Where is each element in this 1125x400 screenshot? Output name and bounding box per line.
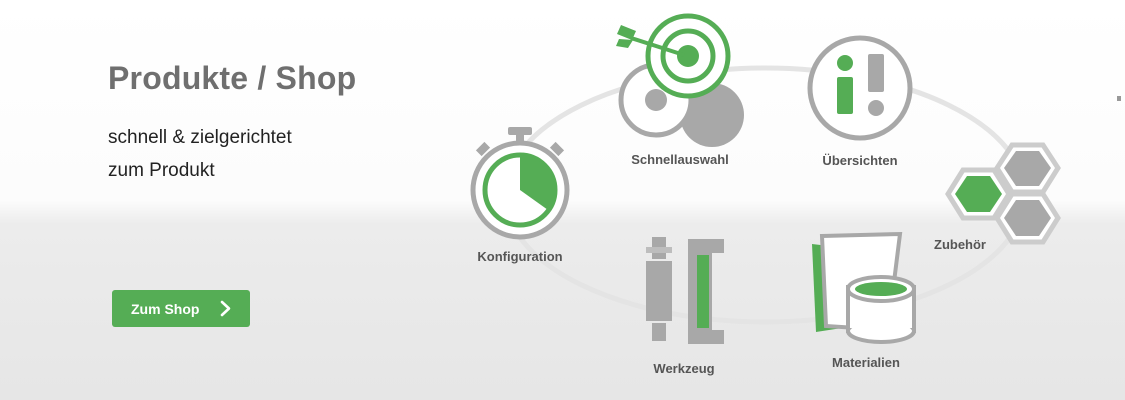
tagline-line-1: schnell & zielgerichtet (108, 127, 292, 148)
page-title: Produkte / Shop (108, 60, 357, 96)
node-label-zubehoer[interactable]: Zubehör (934, 237, 986, 252)
slider-edge-marker (1117, 96, 1121, 101)
tool-profile-icon (646, 237, 724, 344)
shop-button[interactable]: Zum Shop (112, 290, 250, 327)
tagline-line-2: zum Produkt (108, 160, 215, 181)
stopwatch-icon (470, 127, 570, 240)
hexagons-icon (945, 142, 1061, 245)
node-label-uebersichten[interactable]: Übersichten (822, 153, 898, 168)
chevron-right-icon (220, 300, 231, 317)
target-arrow-icon (616, 13, 744, 147)
node-label-schnellauswahl[interactable]: Schnellauswahl (631, 152, 729, 167)
node-label-materialien[interactable]: Materialien (832, 355, 900, 370)
info-exclamation-icon (807, 35, 913, 141)
material-roll-icon (812, 231, 916, 344)
tagline: schnell & zielgerichtet zum Produkt (108, 121, 292, 187)
node-label-konfiguration[interactable]: Konfiguration (477, 249, 563, 264)
shop-button-label: Zum Shop (131, 300, 200, 317)
node-label-werkzeug[interactable]: Werkzeug (653, 361, 715, 376)
